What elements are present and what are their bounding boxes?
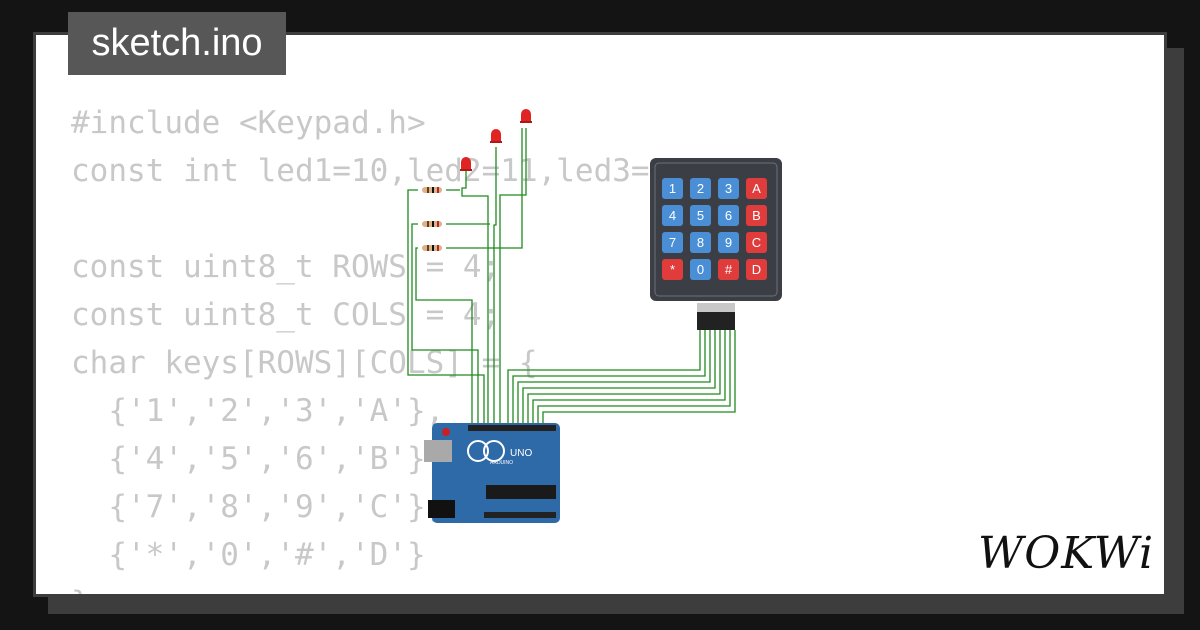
reset-button xyxy=(442,428,450,436)
key-8[interactable]: 8 xyxy=(690,232,711,253)
key-label: C xyxy=(752,235,761,250)
code-line: {'4','5','6','B'}, xyxy=(71,441,445,477)
key-6[interactable]: 6 xyxy=(718,205,739,226)
key-label: 7 xyxy=(669,235,676,250)
key-7[interactable]: 7 xyxy=(662,232,683,253)
code-line: }; xyxy=(71,579,650,594)
resistor-1[interactable] xyxy=(422,187,442,193)
key-label: 4 xyxy=(669,208,676,223)
led-1[interactable] xyxy=(460,157,472,171)
key-label: 1 xyxy=(669,181,676,196)
key-label: # xyxy=(725,262,733,277)
microcontroller-chip xyxy=(486,485,556,499)
key-1[interactable]: 1 xyxy=(662,178,683,199)
key-D[interactable]: D xyxy=(746,259,767,280)
code-background: #include <Keypad.h> const int led1=10,led… xyxy=(71,99,650,594)
board-model-label: UNO xyxy=(510,448,532,459)
code-line: {'7','8','9','C'}, xyxy=(71,489,445,525)
membrane-keypad[interactable]: 1 2 3 A 4 5 6 B 7 8 9 C * 0 # D xyxy=(650,158,782,330)
key-*[interactable]: * xyxy=(662,259,683,280)
key-9[interactable]: 9 xyxy=(718,232,739,253)
key-#[interactable]: # xyxy=(718,259,739,280)
code-line: #include <Keypad.h> xyxy=(71,105,426,141)
key-B[interactable]: B xyxy=(746,205,767,226)
key-label: D xyxy=(752,262,761,277)
code-line: const int led1=10,led2=11,led3= xyxy=(71,153,650,189)
usb-port xyxy=(424,440,452,462)
keypad-keys: 1 2 3 A 4 5 6 B 7 8 9 C * 0 # D xyxy=(662,178,767,280)
power-jack xyxy=(428,500,455,518)
key-A[interactable]: A xyxy=(746,178,767,199)
key-4[interactable]: 4 xyxy=(662,205,683,226)
file-tab-sketch[interactable]: sketch.ino xyxy=(68,12,286,75)
key-label: B xyxy=(752,208,761,223)
key-5[interactable]: 5 xyxy=(690,205,711,226)
resistor-2[interactable] xyxy=(422,221,442,227)
key-label: 9 xyxy=(725,235,732,250)
keypad-wires xyxy=(507,330,736,425)
code-line: {'1','2','3','A'}, xyxy=(71,393,445,429)
board-brand-label: ARDUINO xyxy=(490,460,513,466)
arduino-uno-board[interactable]: UNO ARDUINO xyxy=(424,423,560,523)
led-3[interactable] xyxy=(520,109,532,123)
code-line: {'*','0','#','D'} xyxy=(71,537,426,573)
code-line: const uint8_t ROWS = 4; xyxy=(71,249,501,285)
key-label: 8 xyxy=(697,235,704,250)
resistor-3[interactable] xyxy=(422,245,442,251)
key-label: * xyxy=(670,262,675,277)
key-label: 5 xyxy=(697,208,704,223)
key-0[interactable]: 0 xyxy=(690,259,711,280)
led-wires xyxy=(407,128,527,425)
led-2[interactable] xyxy=(490,129,502,143)
key-label: A xyxy=(752,181,761,196)
key-label: 6 xyxy=(725,208,732,223)
wokwi-logo: WOKWi xyxy=(978,528,1155,579)
key-3[interactable]: 3 xyxy=(718,178,739,199)
key-label: 2 xyxy=(697,181,704,196)
key-2[interactable]: 2 xyxy=(690,178,711,199)
key-C[interactable]: C xyxy=(746,232,767,253)
preview-card: #include <Keypad.h> const int led1=10,led… xyxy=(33,32,1167,597)
key-label: 3 xyxy=(725,181,732,196)
code-line: const uint8_t COLS = 4; xyxy=(71,297,501,333)
key-label: 0 xyxy=(697,262,704,277)
